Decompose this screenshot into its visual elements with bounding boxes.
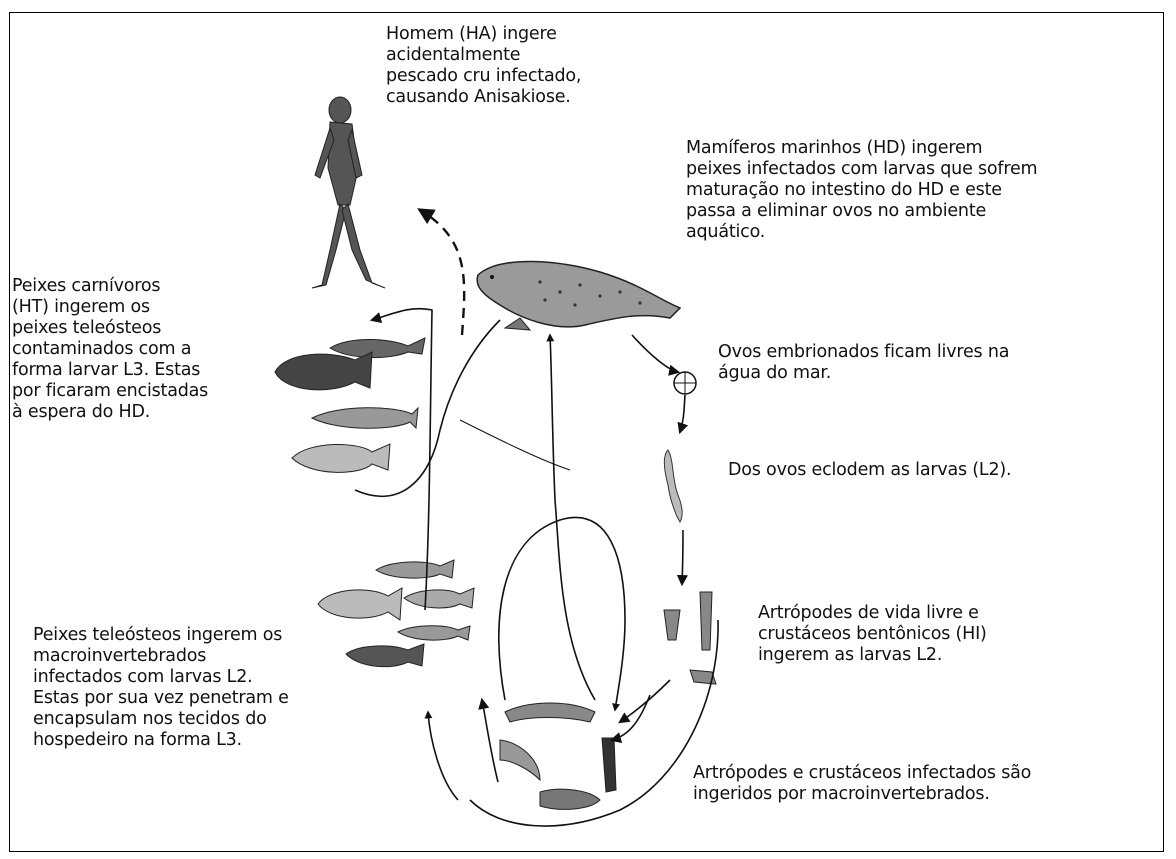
macroinvertebrate-icon (500, 703, 616, 809)
seal-icon (477, 261, 680, 330)
carnivorous-fish-icon (275, 338, 425, 472)
label-hatching: Dos ovos eclodem as larvas (L2). (728, 460, 1011, 481)
human-figure-icon (312, 97, 385, 288)
arthropod-icon (664, 592, 716, 684)
egg-icon (674, 372, 696, 394)
larva-icon (664, 450, 682, 522)
teleost-fish-icon (318, 560, 474, 667)
